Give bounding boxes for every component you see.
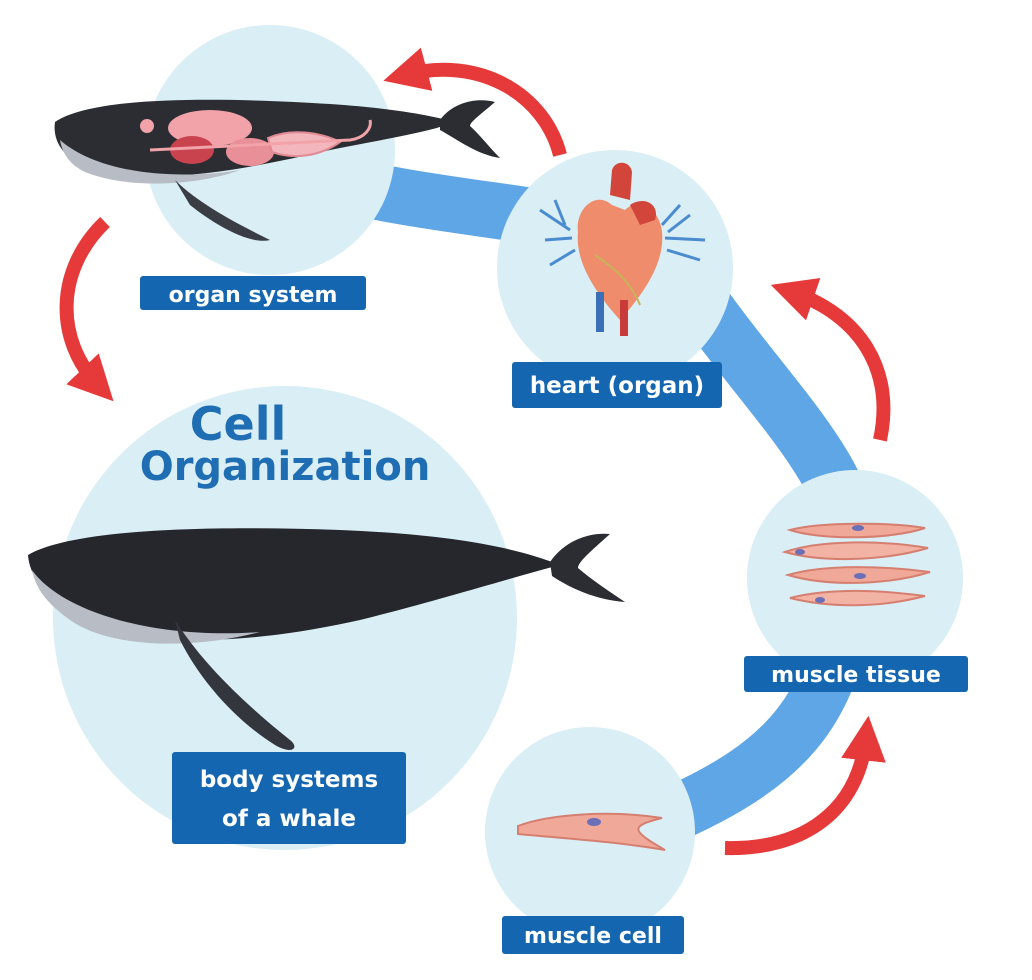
body-systems-label: body systems of a whale <box>172 752 406 844</box>
muscle-tissue-icon <box>781 522 931 607</box>
arrow-heart-to-organ-icon <box>383 47 567 157</box>
diagram-title-line2: Organization <box>140 444 431 490</box>
svg-text:heart (organ): heart (organ) <box>530 373 704 399</box>
arrow-cell-to-tissue-icon <box>724 715 886 856</box>
muscle-tissue-label: muscle tissue <box>744 656 968 692</box>
svg-text:body systems: body systems <box>200 767 378 793</box>
diagram-title-line1: Cell <box>190 397 287 451</box>
svg-text:muscle cell: muscle cell <box>524 924 662 949</box>
svg-text:organ system: organ system <box>169 283 338 308</box>
muscle-cell-icon <box>517 812 666 851</box>
whale-icon <box>28 528 625 750</box>
muscle-cell-label: muscle cell <box>502 916 684 954</box>
arrow-organ-to-body-icon <box>59 216 114 402</box>
svg-text:of a whale: of a whale <box>222 806 356 832</box>
svg-text:muscle tissue: muscle tissue <box>771 663 941 688</box>
whale-organs-icon <box>54 99 500 241</box>
heart-icon <box>539 162 706 336</box>
heart-label: heart (organ) <box>512 362 722 408</box>
organ-system-label: organ system <box>140 276 366 310</box>
arrow-tissue-to-heart-icon <box>770 277 891 442</box>
